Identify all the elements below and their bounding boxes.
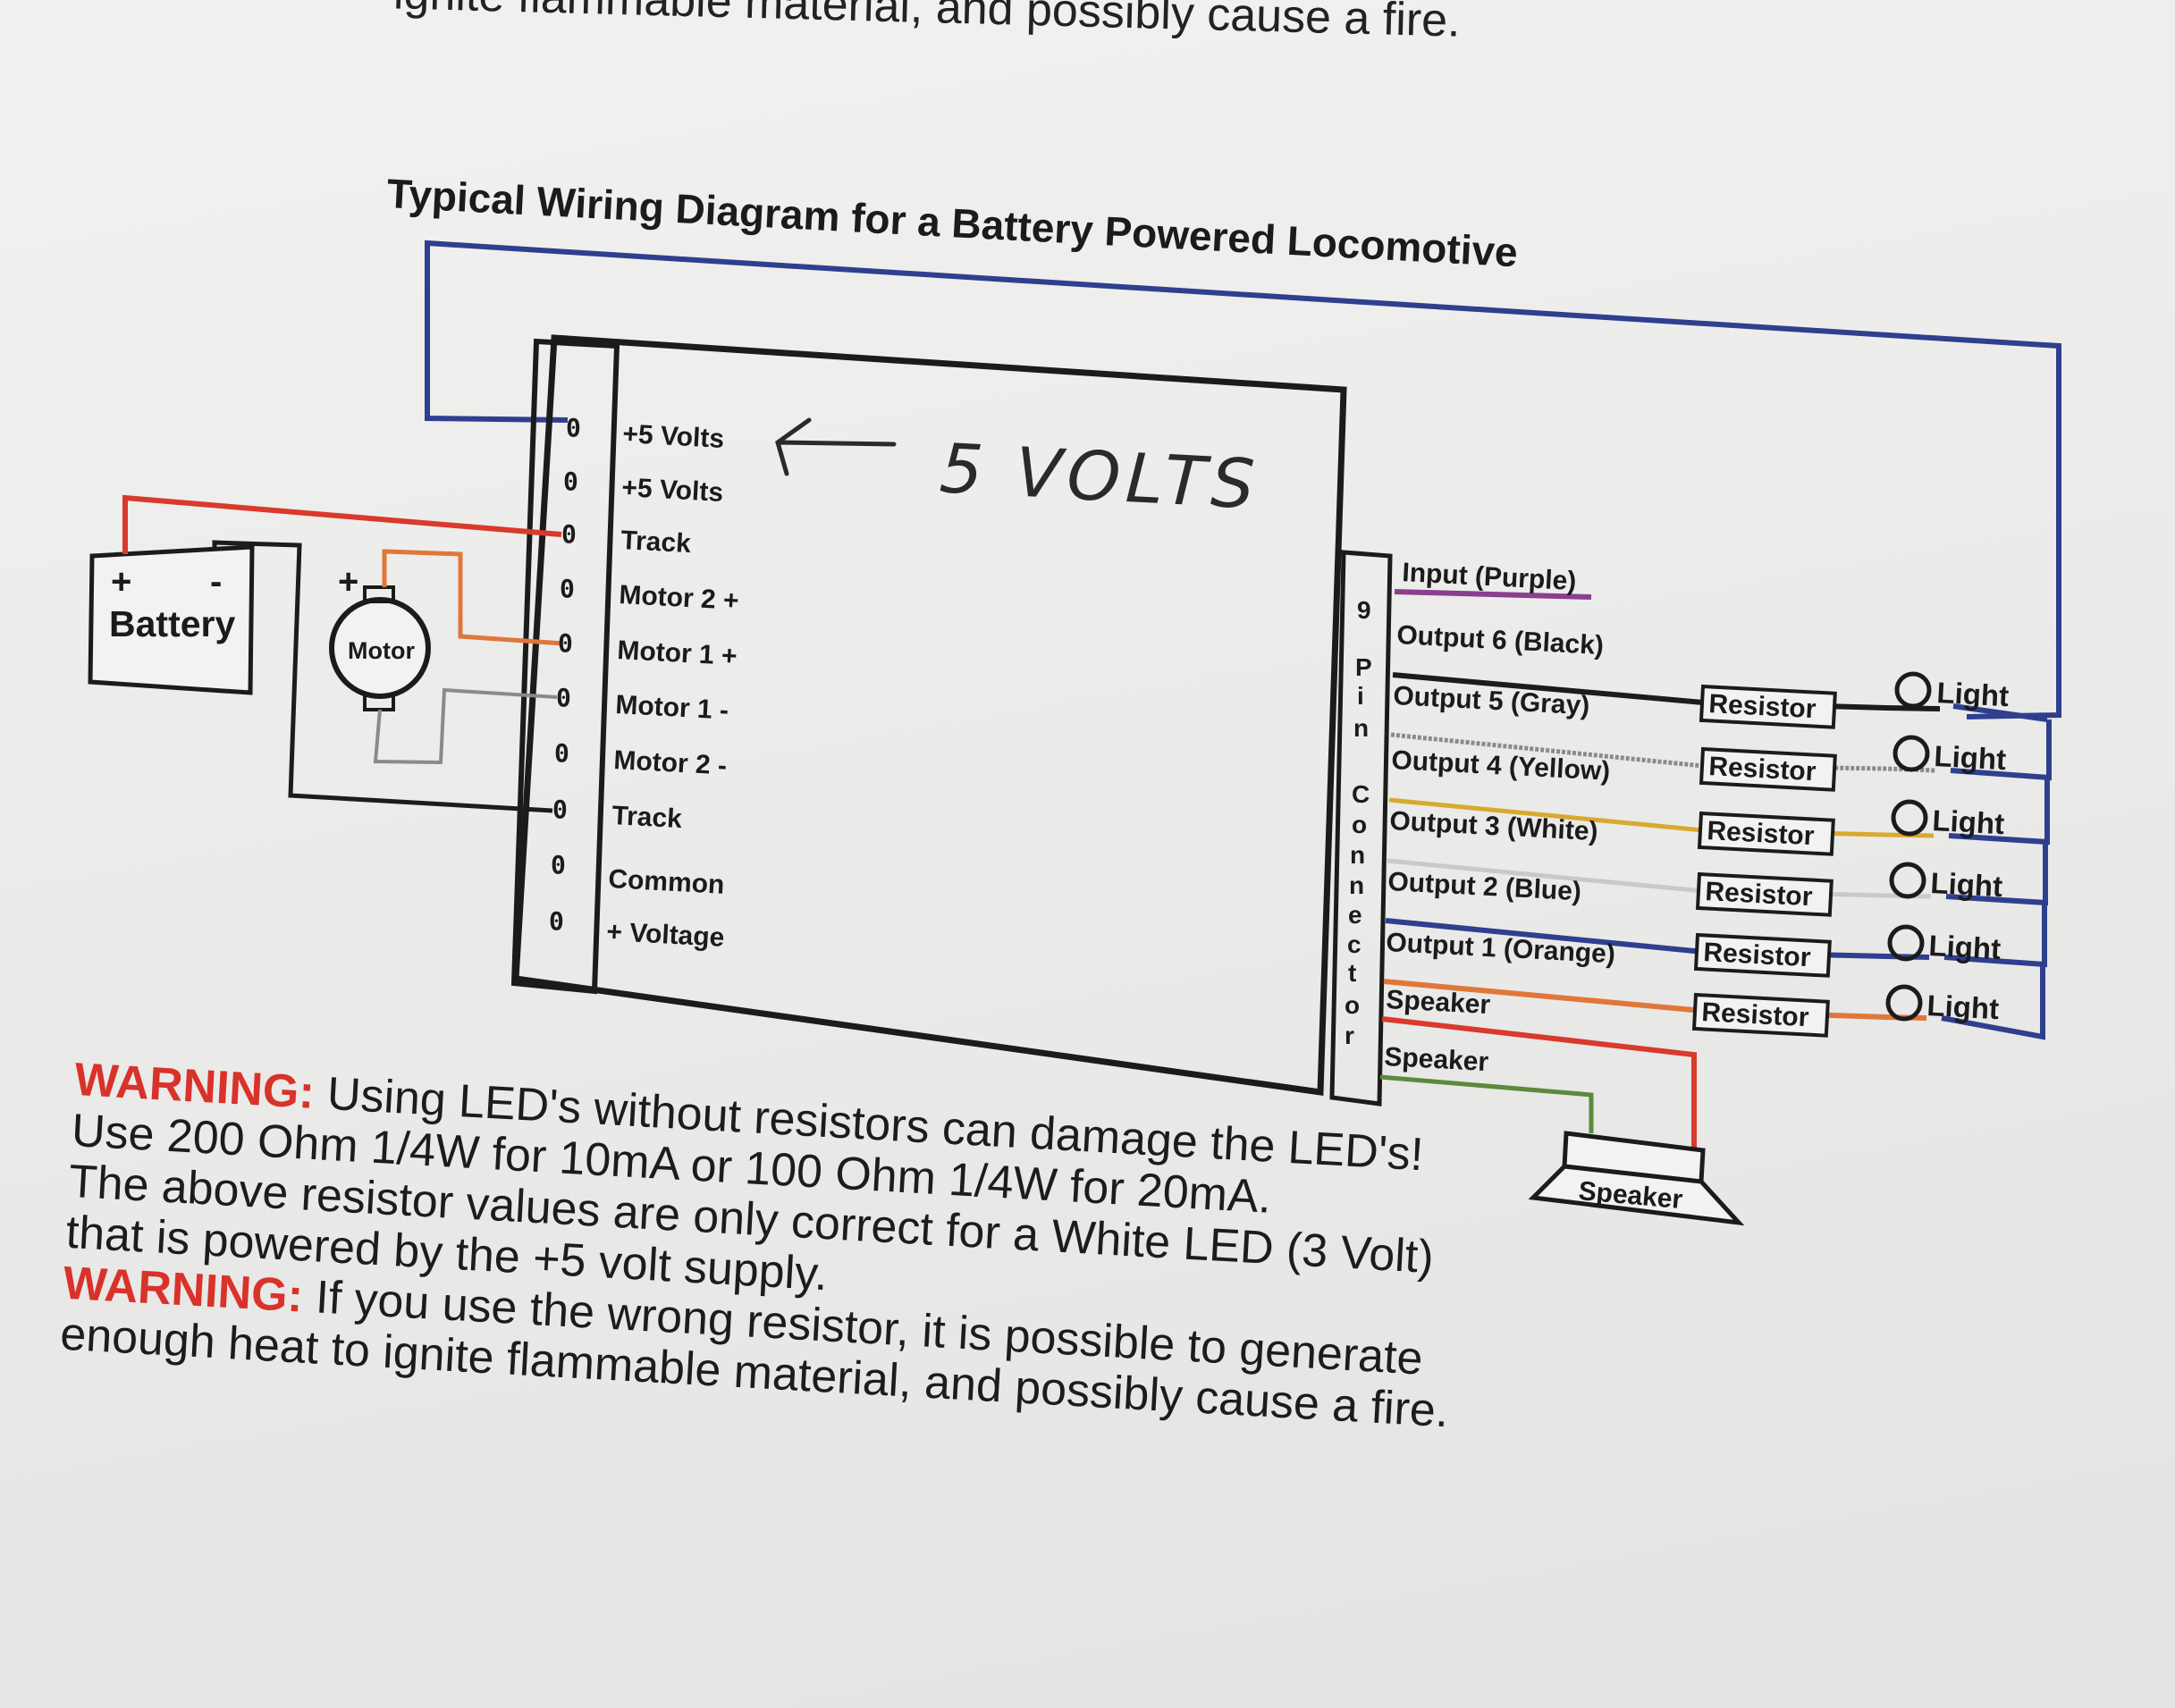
terminal-symbol: 0 xyxy=(554,738,569,768)
pin-label-output4-yellow: Output 4 (Yellow) xyxy=(1391,745,1611,787)
light-bulb-icon xyxy=(1885,984,1923,1022)
resistor: Resistor xyxy=(1699,746,1837,792)
light: Light xyxy=(1894,671,2010,712)
terminal-label-5v-2: +5 Volts xyxy=(621,473,724,508)
connector-letter: o xyxy=(1345,991,1360,1019)
light-label: Light xyxy=(1934,739,2007,776)
light-label: Light xyxy=(1926,989,2000,1025)
pin-label-output1-orange: Output 1 (Orange) xyxy=(1386,928,1616,969)
terminal-label-motor1-plus: Motor 1 + xyxy=(617,635,738,671)
resistor: Resistor xyxy=(1699,684,1837,729)
connector-letter: 9 xyxy=(1357,596,1371,624)
pin-label-output6-black: Output 6 (Black) xyxy=(1396,620,1605,660)
light-label: Light xyxy=(1936,676,2010,712)
connector-letter: C xyxy=(1352,780,1370,808)
terminal-symbol: 0 xyxy=(558,628,573,658)
left-terminal-column: 0 0 0 0 0 0 0 0 0 0 xyxy=(549,413,581,936)
light-bulb-icon xyxy=(1889,862,1926,899)
resistor-label: Resistor xyxy=(1703,938,1812,972)
terminal-symbol: 0 xyxy=(552,795,568,824)
light-bulb-icon xyxy=(1887,924,1925,962)
terminal-symbol: 0 xyxy=(551,850,566,879)
connector-strip xyxy=(1329,550,1393,1106)
light-column: Light Light Light Light Light Light xyxy=(1885,671,2010,1025)
resistor: Resistor xyxy=(1691,992,1830,1038)
resistor-label: Resistor xyxy=(1707,816,1816,851)
motor-plus-sign: + xyxy=(338,562,358,602)
light: Light xyxy=(1893,735,2007,776)
connector-letter: e xyxy=(1348,901,1362,929)
motor-label: Motor xyxy=(348,637,415,664)
left-terminal-labels: +5 Volts +5 Volts Track Motor 2 + Motor … xyxy=(606,419,740,953)
terminal-label-common: Common xyxy=(608,864,726,900)
pin-label-output2-blue: Output 2 (Blue) xyxy=(1387,867,1582,906)
connector-letter: n xyxy=(1349,871,1364,899)
handwritten-5-volts: 5 VOLTS xyxy=(938,428,1261,525)
battery-plus-sign: + xyxy=(111,562,131,602)
wire-motor-plus xyxy=(382,549,564,646)
light-return-wires xyxy=(1941,703,2052,1040)
resistor: Resistor xyxy=(1695,871,1834,917)
wire-motor-minus xyxy=(373,687,558,765)
battery-minus-sign: - xyxy=(210,562,222,602)
terminal-label-track-1: Track xyxy=(620,526,692,559)
resistor: Resistor xyxy=(1697,811,1835,856)
connector-vertical-label: 9 P i n C o n n e c t o r xyxy=(1345,596,1372,1049)
terminal-symbol: 0 xyxy=(560,574,575,603)
terminal-label-motor2-minus: Motor 2 - xyxy=(613,745,728,781)
terminal-symbol: 0 xyxy=(563,467,578,496)
light-bulb-icon xyxy=(1891,799,1928,837)
connector-letter: i xyxy=(1357,682,1364,710)
light: Light xyxy=(1891,799,2005,840)
connector-letter: c xyxy=(1347,930,1361,958)
terminal-label-motor2-plus: Motor 2 + xyxy=(619,580,740,616)
pin-label-output3-white: Output 3 (White) xyxy=(1389,806,1599,846)
light-label: Light xyxy=(1932,804,2005,840)
connector-letter: n xyxy=(1353,714,1369,742)
connector-letter: t xyxy=(1348,959,1356,987)
light-bulb-icon xyxy=(1893,735,1930,772)
terminal-symbol: 0 xyxy=(556,683,571,712)
wire-battery-plus-track xyxy=(122,494,562,554)
diagram-title: Typical Wiring Diagram for a Battery Pow… xyxy=(385,170,1519,275)
connector-letter: n xyxy=(1350,841,1365,869)
battery-label: Battery xyxy=(109,603,235,644)
handwritten-note: 5 VOLTS xyxy=(775,417,1261,525)
battery: + - Battery xyxy=(88,544,255,695)
decoder-board xyxy=(512,334,1347,1097)
wire-5v-loop xyxy=(425,240,2061,719)
connector-letter: P xyxy=(1355,653,1372,681)
speaker: Speaker xyxy=(1528,1131,1745,1226)
terminal-label-5v-1: +5 Volts xyxy=(622,419,725,454)
resistor-label: Resistor xyxy=(1708,689,1817,724)
terminal-label-motor1-minus: Motor 1 - xyxy=(615,690,729,726)
terminal-label-voltage: + Voltage xyxy=(606,917,726,953)
pin-label-speaker-1: Speaker xyxy=(1386,985,1492,1020)
pin-label-speaker-2: Speaker xyxy=(1384,1042,1490,1077)
connector-letter: o xyxy=(1352,811,1367,838)
motor: Motor + xyxy=(329,562,431,711)
terminal-strip xyxy=(510,338,620,995)
light-label: Light xyxy=(1930,866,2003,903)
light: Light xyxy=(1885,984,2000,1025)
wire-battery-minus-track xyxy=(212,540,553,813)
resistor-label: Resistor xyxy=(1701,997,1810,1032)
resistor-label: Resistor xyxy=(1705,877,1814,912)
pin-label-output5-gray: Output 5 (Gray) xyxy=(1393,681,1590,720)
connector-letter: r xyxy=(1345,1022,1354,1049)
light: Light xyxy=(1889,862,2003,903)
terminal-symbol: 0 xyxy=(549,906,564,936)
resistor-column: Resistor Resistor Resistor Resistor Resi… xyxy=(1691,684,1837,1038)
terminal-symbol: 0 xyxy=(561,519,577,549)
light: Light xyxy=(1887,924,2002,965)
light-bulb-icon xyxy=(1894,671,1932,709)
terminal-label-track-2: Track xyxy=(611,801,683,834)
terminal-symbol: 0 xyxy=(566,413,581,442)
resistor: Resistor xyxy=(1693,932,1832,978)
resistor-label: Resistor xyxy=(1708,752,1817,787)
light-label: Light xyxy=(1928,929,2002,965)
